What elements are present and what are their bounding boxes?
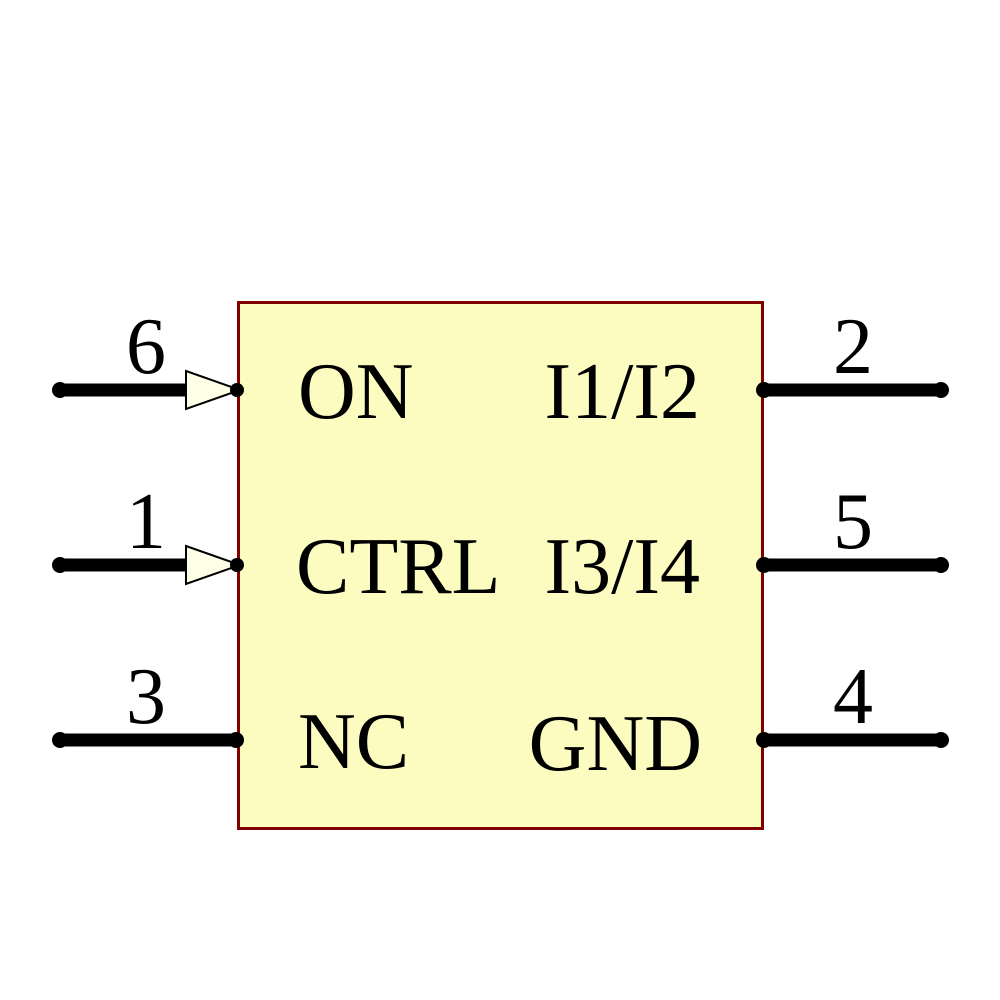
- pin-label-gnd: GND: [529, 700, 702, 788]
- pin-5-body-dot: [756, 557, 772, 573]
- pin-3-body-dot: [228, 732, 244, 748]
- pin-6-number: 6: [126, 303, 166, 391]
- pin-label-i1-i2: I1/I2: [544, 348, 700, 436]
- pin-label-nc: NC: [298, 698, 409, 786]
- pin-1-body-dot: [230, 558, 244, 572]
- component-body: [237, 301, 764, 830]
- pin-4-end-dot: [933, 732, 949, 748]
- pin-2-number: 2: [833, 303, 873, 391]
- pin-4-body-dot: [756, 732, 772, 748]
- pin-label-ctrl: CTRL: [296, 523, 500, 611]
- pin-6: 6: [52, 303, 244, 411]
- pin-label-i3-i4: I3/I4: [544, 523, 700, 611]
- pin-2: 2: [756, 303, 949, 398]
- pin-label-on: ON: [298, 348, 414, 436]
- pin-5: 5: [756, 478, 949, 573]
- pin-6-input-arrow-icon: [185, 369, 244, 411]
- pin-5-end-dot: [933, 557, 949, 573]
- pin-3-end-dot: [52, 732, 68, 748]
- pin-3: 3: [52, 653, 244, 748]
- pin-1: 1: [52, 478, 244, 586]
- pin-6-end-dot: [52, 382, 68, 398]
- pin-4-number: 4: [833, 653, 873, 741]
- pin-2-body-dot: [756, 382, 772, 398]
- pin-4: 4: [756, 653, 949, 748]
- pin-5-number: 5: [833, 478, 873, 566]
- pin-1-number: 1: [126, 478, 166, 566]
- pin-1-input-arrow-icon: [185, 544, 244, 586]
- pin-6-body-dot: [230, 383, 244, 397]
- pin-3-number: 3: [126, 653, 166, 741]
- pin-2-end-dot: [933, 382, 949, 398]
- pin-1-end-dot: [52, 557, 68, 573]
